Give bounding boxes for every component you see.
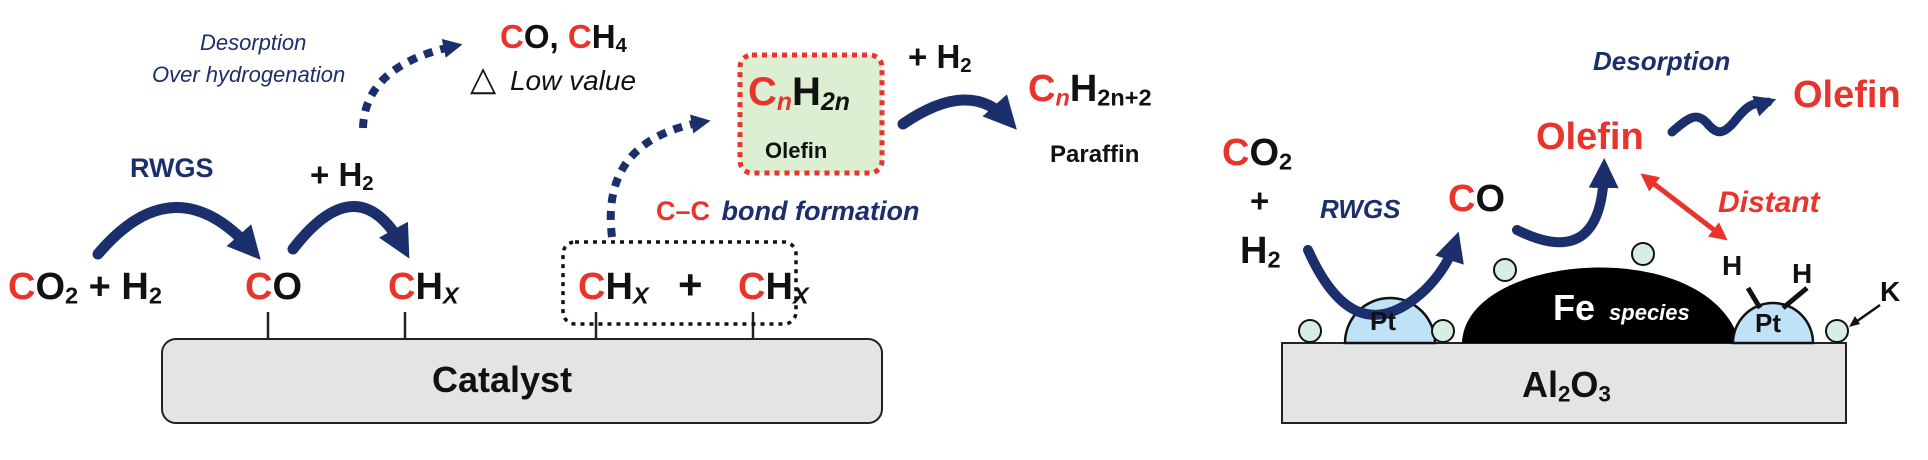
- co-to-olefin-arrow: [1512, 158, 1619, 248]
- h-atom-left: H: [1722, 250, 1743, 281]
- coupling-to-olefin-dotted-arrow: [606, 114, 711, 238]
- olefin-to-paraffin-arrow: [897, 94, 1017, 130]
- distant-double-arrow: [1640, 173, 1728, 241]
- hydrogenation-arrow: [287, 201, 410, 259]
- rwgs-label-right: RWGS: [1320, 194, 1401, 224]
- desorption-dotted-arrow: [359, 38, 463, 129]
- pt-right-particle: [1731, 301, 1815, 345]
- h2-step-label: + H2: [310, 156, 374, 196]
- pt-left-label: Pt: [1370, 306, 1396, 336]
- co-right: CO: [1448, 178, 1506, 220]
- fe-species-dome: [1462, 267, 1740, 343]
- chx-coupling-left: CHX: [578, 266, 649, 309]
- plus-right: +: [1250, 182, 1270, 219]
- chx-intermediate: CHX: [388, 266, 459, 309]
- low-value-products: CO, CH4: [500, 18, 627, 58]
- al2o3-label: Al2O3: [1522, 364, 1611, 407]
- k-pointer-arrow-head: [1849, 316, 1860, 327]
- desorption-label-right: Desorption: [1593, 46, 1731, 76]
- h-bond-line: [1745, 286, 1763, 310]
- desorption-note-line2: Over hydrogenation: [152, 62, 346, 87]
- paraffin-formula: CnH2n+2: [1028, 68, 1152, 111]
- coupling-plus: +: [678, 261, 703, 308]
- paraffin-label: Paraffin: [1050, 141, 1140, 168]
- rwgs-label: RWGS: [130, 153, 214, 183]
- catalyst-slab: [161, 338, 883, 424]
- desorption-note-line1: Desorption: [200, 30, 307, 55]
- h2-to-paraffin-label: + H2: [908, 38, 972, 78]
- desorption-wavy-arrow: [1667, 95, 1777, 137]
- distant-label: Distant: [1718, 186, 1820, 219]
- co-intermediate: CO: [245, 266, 303, 308]
- al2o3-support: [1281, 342, 1847, 424]
- low-value-label: △ Low value: [470, 60, 637, 98]
- coupling-dotted-box: [561, 240, 798, 326]
- co2-h2-reactants: CO2 + H2: [8, 266, 162, 309]
- olefin-box-label: Olefin: [765, 138, 828, 163]
- k-promoter-dot: [1493, 258, 1517, 282]
- k-label: K: [1880, 276, 1901, 307]
- triangle-icon: △: [470, 60, 497, 98]
- h2-right: H2: [1240, 230, 1281, 273]
- h-atom-right: H: [1792, 258, 1813, 289]
- catalyst-label: Catalyst: [432, 359, 573, 400]
- olefin-box: [737, 52, 885, 176]
- olefin-surface-label: Olefin: [1536, 116, 1644, 158]
- olefin-formula: CnH2n: [748, 70, 850, 116]
- rwgs-arrow: [92, 202, 261, 260]
- cc-bond-formation-label: C–C bond formation: [656, 196, 920, 226]
- k-promoter-dot: [1298, 319, 1322, 343]
- co2-right: CO2: [1222, 132, 1293, 175]
- pt-right-label: Pt: [1755, 308, 1781, 338]
- k-promoter-dot: [1631, 242, 1655, 266]
- olefin-desorbed-label: Olefin: [1793, 74, 1901, 116]
- h-bond-line: [1781, 286, 1809, 310]
- fe-species-label: Fe species: [1553, 287, 1690, 328]
- rwgs-swoosh-arrow: [1303, 231, 1464, 320]
- k-promoter-dot: [1825, 319, 1849, 343]
- chx-coupling-right: CHX: [738, 266, 809, 309]
- k-promoter-dot: [1431, 319, 1455, 343]
